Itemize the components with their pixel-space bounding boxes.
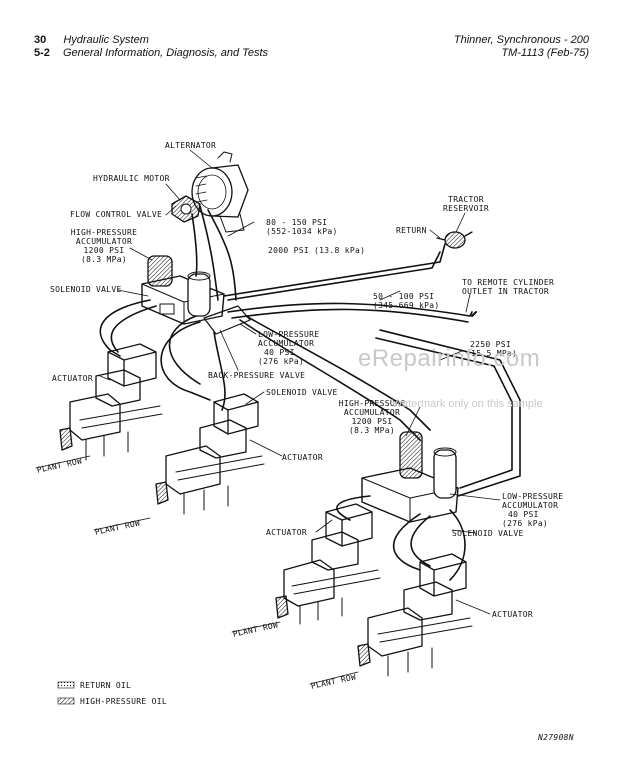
actuator-unit-3	[275, 503, 381, 625]
label-solenoid-valve-1: SOLENOID VALVE	[50, 285, 122, 294]
label-actuator-1: ACTUATOR	[52, 374, 93, 383]
label-return: RETURN	[396, 226, 427, 235]
legend-return-oil: RETURN OIL	[80, 681, 132, 690]
hydraulic-motor-icon	[171, 195, 201, 223]
label-hydraulic-motor: HYDRAULIC MOTOR	[93, 174, 170, 183]
label-psi-80-150: 80 - 150 PSI (552-1034 kPa)	[266, 218, 338, 236]
actuator-unit-2	[155, 393, 265, 515]
figure-id: N27908N	[538, 733, 574, 742]
label-alternator: ALTERNATOR	[165, 141, 217, 150]
label-psi-50-100: 50 - 100 PSI (345-669 kPa)	[373, 292, 440, 310]
page-title: General Information, Diagnosis, and Test…	[62, 47, 269, 59]
watermark-note: Watermark only on this sample	[392, 398, 543, 410]
pressure-lines	[191, 205, 521, 497]
tractor-reservoir-icon	[436, 231, 473, 249]
label-solenoid-valve-3: SOLENOID VALVE	[452, 529, 524, 538]
label-hp-accumulator-2: HIGH-PRESSURE ACCUMULATOR 1200 PSI (8.3 …	[338, 399, 406, 435]
upper-valve-block	[141, 255, 251, 335]
left-hoses	[99, 299, 226, 411]
header-left-line-1: 30 Hydraulic System	[34, 34, 149, 47]
watermark-site: eRepairinfo.com	[358, 345, 541, 372]
lower-valve-block	[361, 431, 459, 523]
label-remote-cylinder: TO REMOTE CYLINDER OUTLET IN TRACTOR	[462, 278, 555, 296]
section-title: Hydraulic System	[63, 34, 149, 46]
alternator-icon	[191, 151, 249, 233]
label-lp-accumulator-1: LOW-PRESSURE ACCUMULATOR 40 PSI (276 kPa…	[258, 330, 320, 366]
header-right-line-1: Thinner, Synchronous - 200	[453, 34, 589, 46]
leader-lines	[99, 149, 501, 615]
label-back-pressure-valve: BACK-PRESSURE VALVE	[208, 371, 306, 380]
right-hoses	[336, 495, 466, 581]
label-hp-accumulator-1: HIGH-PRESSURE ACCUMULATOR 1200 PSI (8.3 …	[70, 228, 138, 264]
label-tractor-reservoir: TRACTOR RESERVOIR	[442, 195, 490, 213]
actuator-unit-1	[59, 343, 163, 461]
legend-high-pressure-swatch	[57, 697, 75, 705]
label-actuator-4: ACTUATOR	[492, 610, 533, 619]
label-lp-accumulator-2: LOW-PRESSURE ACCUMULATOR 40 PSI (276 kPa…	[502, 492, 564, 528]
actuator-unit-4	[357, 553, 473, 677]
section-number: 30	[34, 34, 47, 46]
label-psi-2250: 2250 PSI (15.5 MPa)	[466, 340, 518, 358]
header-right-line-2: TM-1113 (Feb-75)	[501, 47, 589, 59]
label-actuator-2: ACTUATOR	[282, 453, 323, 462]
label-flow-control-valve: FLOW CONTROL VALVE	[70, 210, 163, 219]
label-actuator-3: ACTUATOR	[266, 528, 307, 537]
plant-row-lines	[35, 455, 359, 685]
label-psi-2000: 2000 PSI (13.8 kPa)	[268, 246, 366, 255]
label-solenoid-valve-2: SOLENOID VALVE	[266, 388, 338, 397]
legend-high-pressure-oil: HIGH-PRESSURE OIL	[80, 697, 167, 706]
header-left-line-2: 5-2 General Information, Diagnosis, and …	[34, 47, 268, 60]
legend-return-swatch	[57, 681, 75, 689]
page-number: 5-2	[34, 47, 50, 59]
